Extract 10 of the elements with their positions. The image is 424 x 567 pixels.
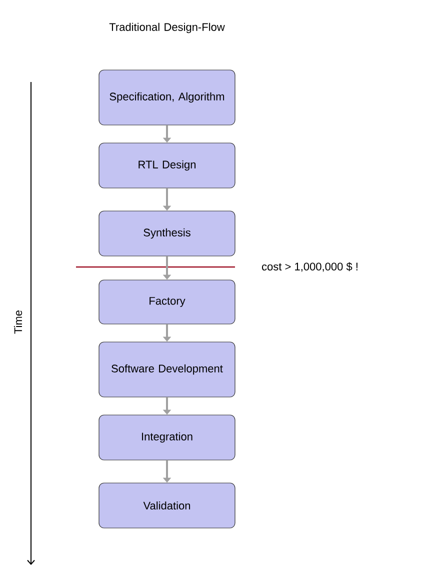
title: Traditional Design-Flow [109,22,225,34]
process-box: Integration [98,414,236,460]
axis-label: Time [14,310,22,334]
process-box: Validation [98,482,236,528]
process-box: Software Development [98,342,236,398]
cost-label: cost > 1,000,000 $ ! [262,262,358,272]
process-box: Factory [98,280,236,324]
process-box: RTL Design [98,142,236,188]
process-box: Synthesis [98,210,236,256]
process-box: Specification, Algorithm [98,70,236,126]
